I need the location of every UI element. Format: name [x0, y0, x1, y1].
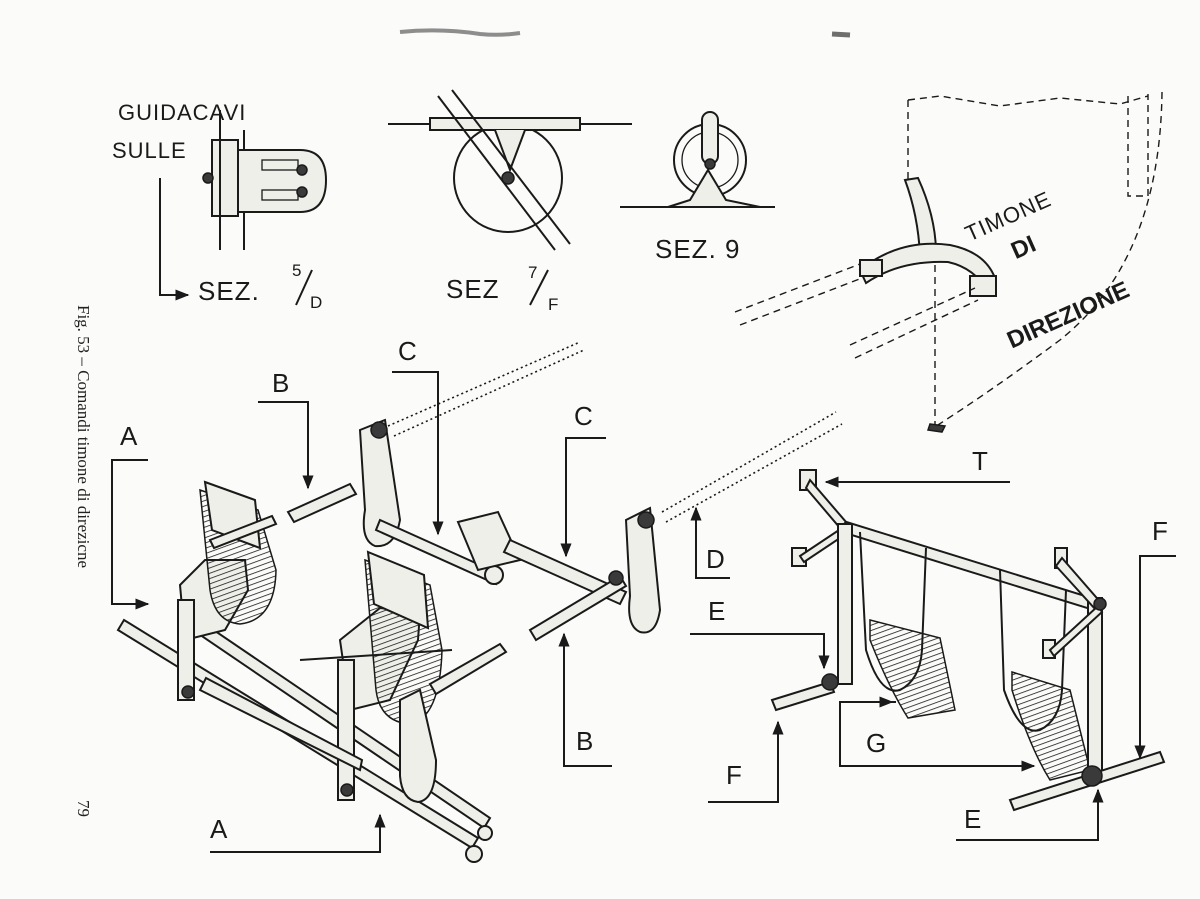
figure-caption: Fig. 53 – Comandi timone di direzicne — [74, 305, 93, 568]
label-sez-7f-num: 7 — [528, 263, 537, 282]
callout-e-bottom: E — [956, 788, 1104, 841]
callout-e-top: E — [690, 596, 830, 670]
label-t: T — [972, 446, 989, 476]
callout-b-bottom: B — [558, 632, 612, 767]
callout-f-right: F — [1134, 516, 1176, 760]
label-d: D — [706, 544, 726, 574]
callout-d: D — [690, 506, 730, 579]
pulley-section-7f: SEZ 7 F — [388, 89, 632, 314]
label-sez-9: SEZ. 9 — [655, 234, 740, 264]
label-c-right: C — [574, 401, 594, 431]
label-e-bottom: E — [964, 804, 982, 834]
middle-lever-assembly — [286, 341, 843, 642]
label-g: G — [866, 728, 887, 758]
callout-f-left: F — [708, 720, 784, 803]
label-b-bottom: B — [576, 726, 594, 756]
label-c-left: C — [398, 336, 418, 366]
rudder-assembly: TIMONE DI DIREZIONE — [734, 91, 1163, 433]
left-pedal-assembly — [116, 480, 508, 863]
callout-t: T — [824, 446, 1010, 488]
label-sez-5d: SEZ. — [198, 276, 260, 306]
callout-b-top: B — [258, 368, 314, 490]
page-number: 79 — [74, 800, 93, 817]
label-f-left: F — [726, 760, 743, 790]
label-sez-7f: SEZ — [446, 274, 500, 304]
label-f-right: F — [1152, 516, 1169, 546]
callout-a-bottom: A — [210, 813, 386, 853]
label-e-top: E — [708, 596, 726, 626]
label-b-top: B — [272, 368, 290, 398]
label-sez-5d-den: D — [310, 293, 322, 312]
label-guidacavi: GUIDACAVI — [118, 100, 246, 125]
right-pedal-assembly — [770, 469, 1166, 812]
label-sulle: SULLE — [112, 138, 187, 163]
label-sez-7f-den: F — [548, 295, 558, 314]
pulley-section-9: SEZ. 9 — [620, 111, 775, 264]
label-sez-5d-num: 5 — [292, 261, 301, 280]
callout-g: G — [839, 696, 1036, 772]
label-a-top: A — [120, 421, 138, 451]
callout-a-top: A — [111, 421, 150, 610]
label-di: DI — [1007, 230, 1040, 264]
label-a-bottom: A — [210, 814, 228, 844]
label-direzione: DIREZIONE — [1003, 276, 1133, 354]
cable-guide-section-5d: GUIDACAVI SULLE SEZ. 5 D — [112, 100, 328, 312]
callout-c-left: C — [392, 336, 444, 536]
label-timone: TIMONE — [961, 186, 1055, 246]
callout-c-right: C — [560, 401, 606, 558]
